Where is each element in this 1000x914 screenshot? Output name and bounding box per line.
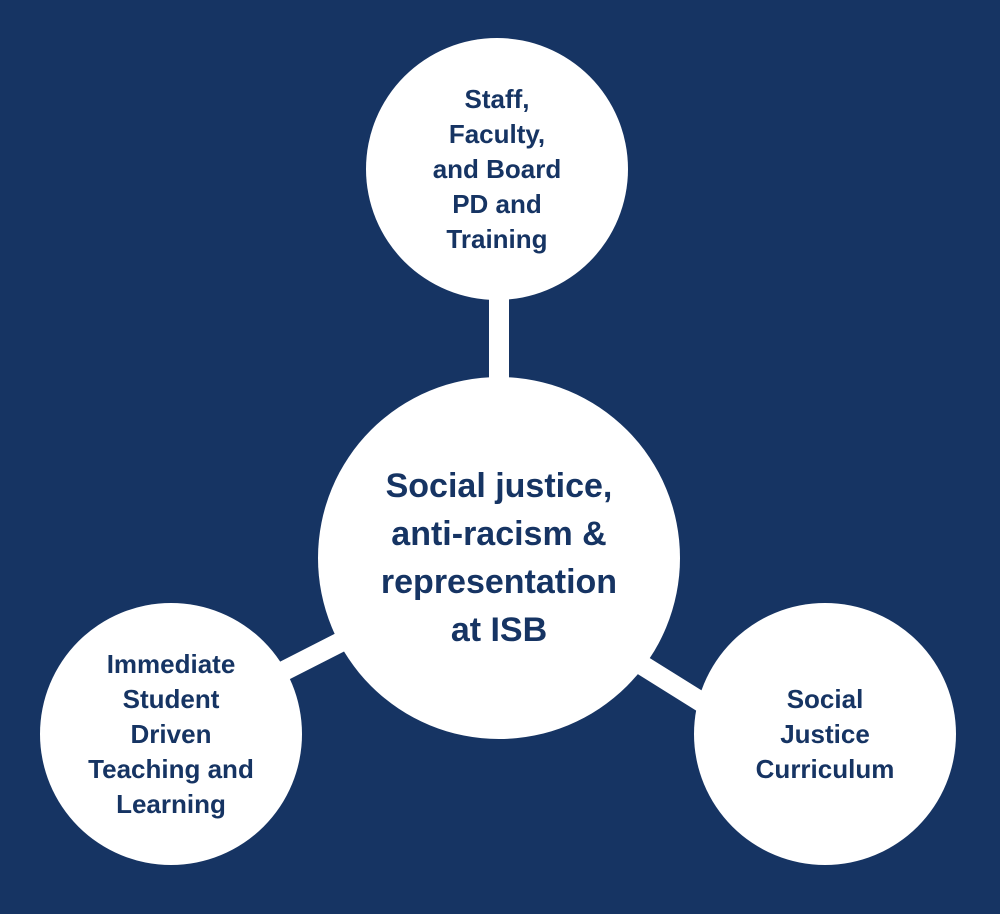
node-student-driven: Immediate Student Driven Teaching and Le… [40,603,302,865]
node-center-label: Social justice, anti-racism & representa… [380,467,618,649]
node-center-social-justice: Social justice, anti-racism & representa… [318,377,680,739]
node-curriculum: Social Justice Curriculum [694,603,956,865]
connector-top [489,286,509,386]
node-staff-training: Staff, Faculty, and Board PD and Trainin… [366,38,628,300]
node-staff-training-label: Staff, Faculty, and Board PD and Trainin… [432,83,562,254]
node-curriculum-label: Social Justice Curriculum [755,683,895,784]
node-student-driven-label: Immediate Student Driven Teaching and Le… [88,648,254,819]
